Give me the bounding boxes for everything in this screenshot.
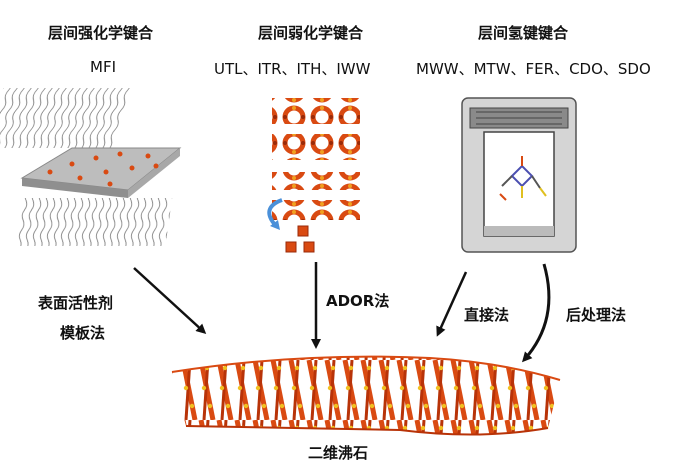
heading-strong-bonding: 层间强化学键合 — [48, 24, 154, 42]
examples-strong-bonding: MFI — [90, 58, 116, 76]
examples-weak-bonding: UTL、ITR、ITH、IWW — [214, 60, 371, 78]
examples-hbond-bonding: MWW、MTW、FER、CDO、SDO — [416, 60, 651, 78]
ador-layered-framework-illustration — [267, 98, 360, 253]
two-d-zeolite-illustration — [171, 355, 561, 436]
heading-weak-bonding: 层间弱化学键合 — [258, 24, 364, 42]
label-ador-method: ADOR法 — [326, 292, 390, 310]
heading-hbond-bonding: 层间氢键键合 — [478, 24, 569, 42]
label-surfactant-template: 表面活性剂 — [38, 294, 114, 312]
autoclave-illustration — [461, 97, 577, 253]
label-direct-method: 直接法 — [464, 306, 510, 324]
mfi-nanosheet-illustration — [0, 88, 182, 246]
label-post-treatment-method: 后处理法 — [566, 306, 627, 324]
label-template-method: 模板法 — [60, 324, 106, 342]
label-two-d-zeolite: 二维沸石 — [308, 444, 369, 462]
arrows — [133, 262, 551, 363]
